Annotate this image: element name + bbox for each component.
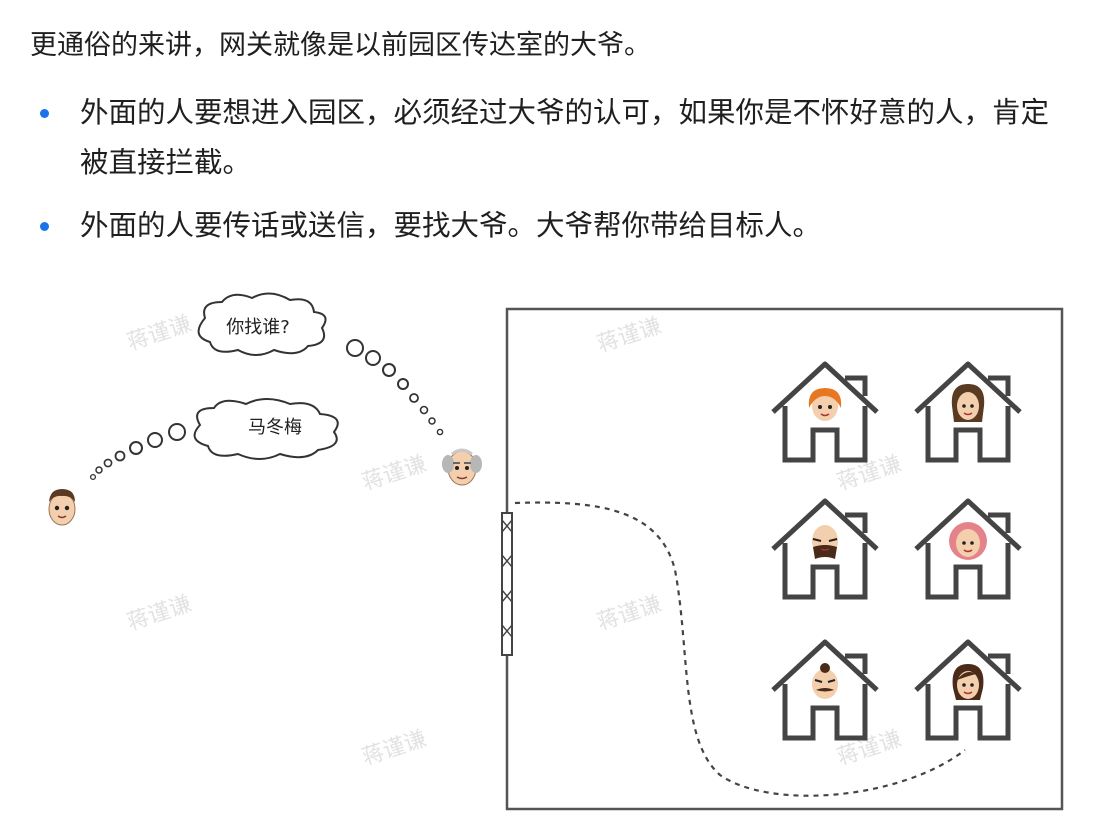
- visitor-speech-bubble: 马冬梅: [89, 398, 339, 481]
- house: [771, 639, 879, 741]
- intro-text: 更通俗的来讲，网关就像是以前园区传达室的大爷。: [30, 30, 651, 61]
- guard-speech-bubble: 你找谁?: [197, 292, 444, 436]
- bullet-text: 外面的人要传话或送信，要找大爷。大爷帮你带给目标人。: [80, 209, 822, 242]
- house: [914, 498, 1022, 600]
- visitor-avatar: [48, 488, 76, 526]
- house: [771, 361, 879, 463]
- delivery-route: [514, 501, 966, 797]
- bullet-list: 外面的人要想进入园区，必须经过大爷的认可，如果你是不怀好意的人，肯定被直接拦截。…: [28, 88, 1068, 264]
- bullet-item: 外面的人要想进入园区，必须经过大爷的认可，如果你是不怀好意的人，肯定被直接拦截。: [28, 88, 1068, 188]
- house: [771, 498, 879, 600]
- visitor-bubble-text: 马冬梅: [248, 417, 302, 438]
- bullet-text: 外面的人要想进入园区，必须经过大爷的认可，如果你是不怀好意的人，肯定被直接拦截。: [80, 96, 1050, 179]
- watermark: 蒋谨谦: [594, 592, 665, 636]
- gateway-diagram: 蒋谨谦 蒋谨谦 蒋谨谦 蒋谨谦 蒋谨谦 蒋谨谦 蒋谨谦 蒋谨谦 蒋谨谦 蒋谨谦 …: [48, 292, 1064, 811]
- houses: [771, 361, 1022, 741]
- bullet-dot-icon: [40, 109, 49, 118]
- guard-bubble-text: 你找谁?: [226, 317, 290, 338]
- watermark: 蒋谨谦: [594, 314, 665, 358]
- watermark: 蒋谨谦: [124, 312, 195, 356]
- gate: [501, 512, 513, 656]
- watermark: 蒋谨谦: [359, 452, 430, 496]
- watermark: 蒋谨谦: [124, 592, 195, 636]
- watermark: 蒋谨谦: [359, 727, 430, 771]
- house: [914, 361, 1022, 463]
- watermark: 蒋谨谦: [834, 727, 905, 771]
- bullet-item: 外面的人要传话或送信，要找大爷。大爷帮你带给目标人。: [28, 201, 1068, 251]
- guard-avatar: [442, 448, 482, 486]
- bullet-dot-icon: [40, 222, 49, 231]
- house: [914, 639, 1022, 741]
